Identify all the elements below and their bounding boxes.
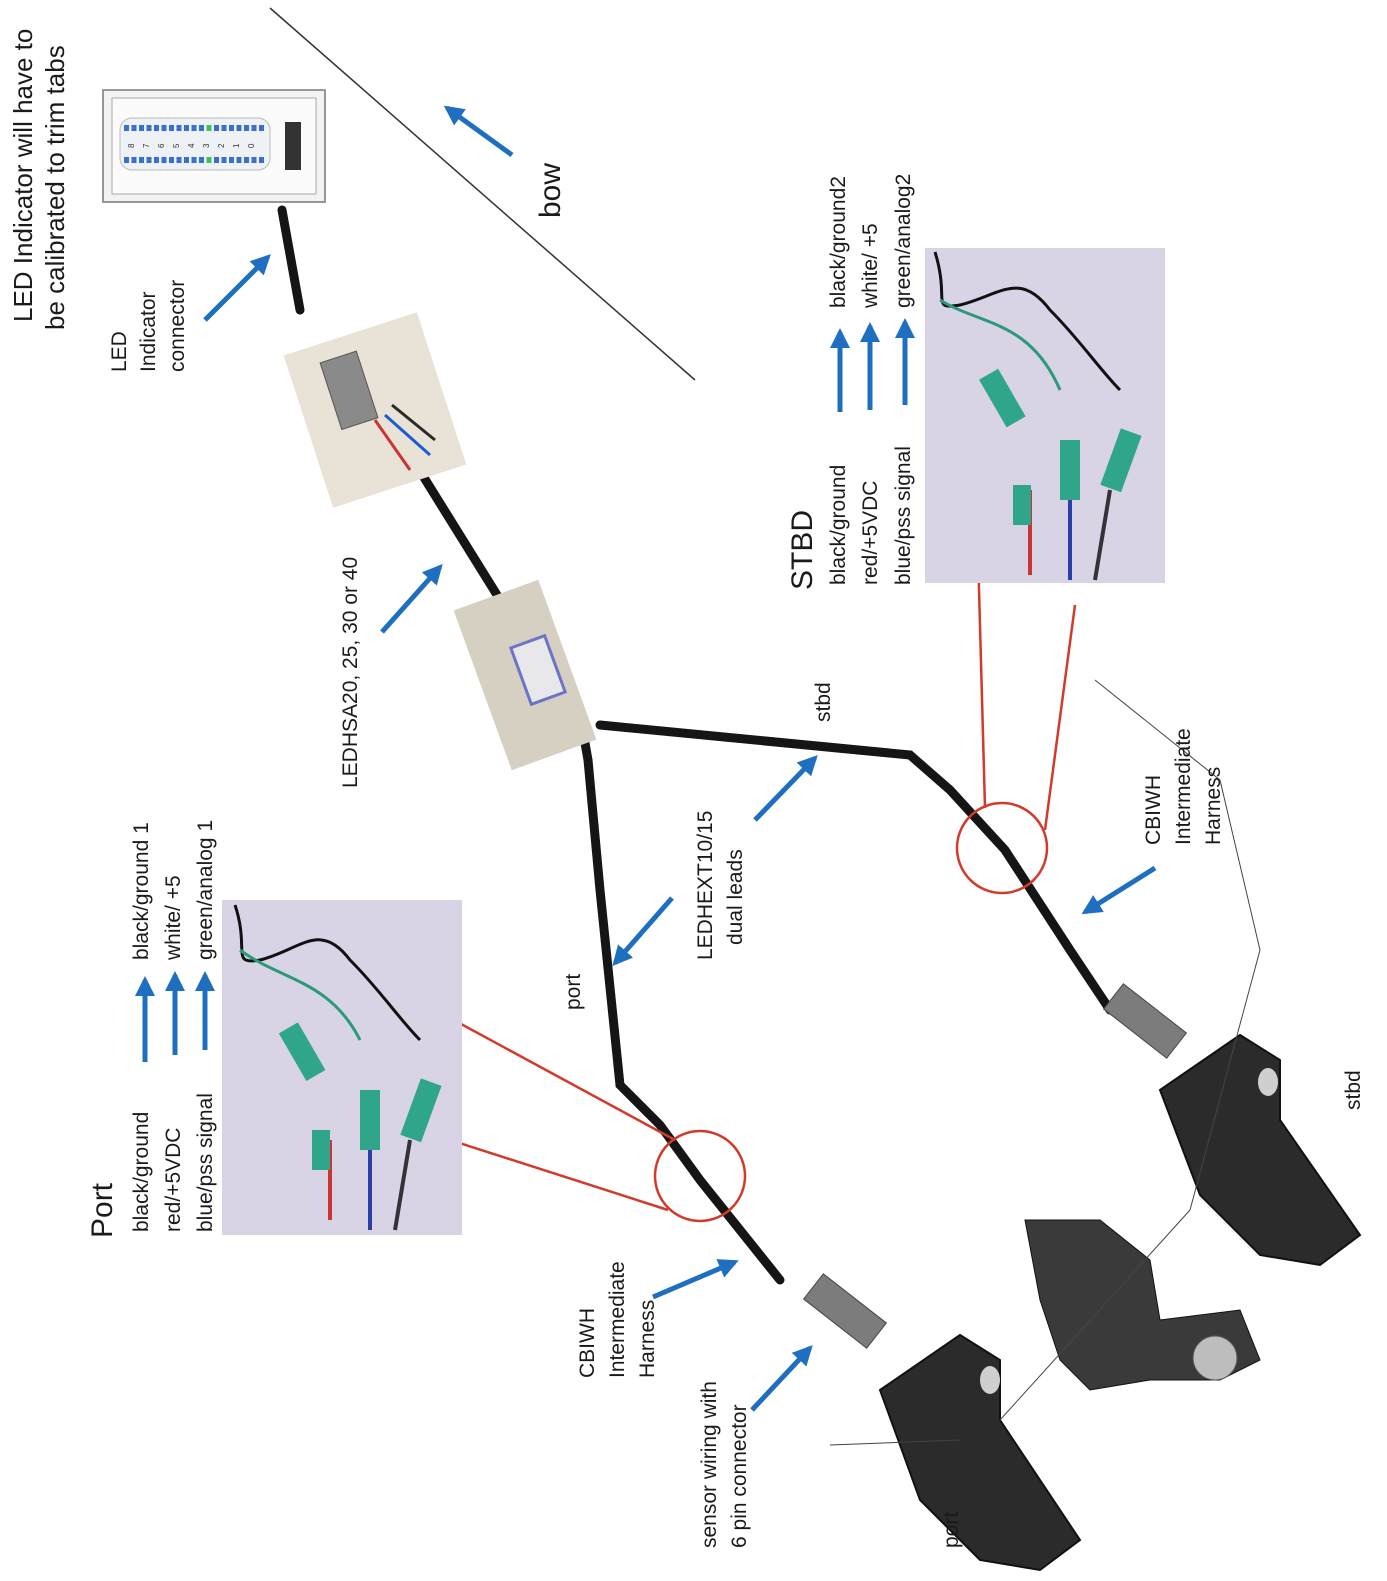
led-dot <box>124 125 129 131</box>
led-dot <box>132 125 137 131</box>
led-dot <box>252 125 257 131</box>
connector-photo <box>284 312 467 507</box>
stbd-left-3: blue/pss signal <box>892 446 915 585</box>
led-dot <box>169 125 174 131</box>
led-dot <box>192 125 197 131</box>
led-dot <box>229 157 234 163</box>
ledhsa-label: LEDHSA20, 25, 30 or 40 <box>339 557 362 788</box>
led-dot <box>222 125 227 131</box>
bow-line <box>270 8 695 380</box>
port-trim-tab <box>880 1335 1080 1570</box>
indicator-number: 2 <box>217 143 226 148</box>
led-dot <box>139 157 144 163</box>
cbiwh-stbd-2: Intermediate <box>1172 728 1195 845</box>
port-right-3: green/analog 1 <box>194 820 217 960</box>
indicator-number: 5 <box>172 143 181 148</box>
led-dot <box>199 125 204 131</box>
indicator-number: 7 <box>142 143 151 148</box>
led-dot <box>192 157 197 163</box>
led-dot <box>132 157 137 163</box>
led-dot <box>199 157 204 163</box>
ledhext-label-1: LEDHEXT10/15 <box>694 811 717 960</box>
title-line-2: be calibrated to trim tabs <box>40 45 70 330</box>
led-dot <box>259 157 264 163</box>
callout-port <box>450 1018 745 1221</box>
led-dot <box>229 125 234 131</box>
title-line-1: LED Indicator will have to <box>8 29 38 322</box>
led-indicator-panel: 8 7 6 5 4 3 2 1 0 <box>103 90 325 202</box>
led-dot <box>154 157 159 163</box>
led-dot <box>162 157 167 163</box>
stbd-right-3: green/analog2 <box>892 174 915 308</box>
led-dot <box>147 125 152 131</box>
stbd-trim-tab <box>1160 1035 1360 1265</box>
led-dot <box>154 125 159 131</box>
led-connector-label-2: Indicator <box>137 291 160 372</box>
stbd-6pin-connector <box>1104 984 1187 1058</box>
led-dot <box>244 157 249 163</box>
bow-label: bow <box>534 163 567 218</box>
led-dot <box>177 157 182 163</box>
sensor-wiring-2: 6 pin connector <box>728 1404 751 1548</box>
led-dot <box>184 157 189 163</box>
indicator-number: 8 <box>127 143 136 148</box>
cbiwh-port-2: Intermediate <box>606 1261 629 1378</box>
stbd-right-2: white/ +5 <box>859 223 882 309</box>
led-dot <box>124 157 129 163</box>
splitter-photo <box>454 580 597 771</box>
led-dot <box>169 157 174 163</box>
stbd-right-1: black/ground2 <box>827 176 850 308</box>
led-connector-label-3: connector <box>166 280 189 372</box>
cbiwh-stbd-1: CBIWH <box>1142 775 1165 845</box>
led-dot <box>147 157 152 163</box>
led-dot <box>244 125 249 131</box>
led-dot <box>237 157 242 163</box>
port-6pin-connector <box>804 1274 887 1348</box>
cbiwh-stbd-3: Harness <box>1202 767 1225 845</box>
port-wire-photo <box>222 900 462 1235</box>
indicator-number: 1 <box>232 143 241 148</box>
stbd-lead-label: stbd <box>812 682 835 722</box>
led-dot <box>184 125 189 131</box>
led-dot <box>214 157 219 163</box>
tab-stbd-label: stbd <box>1342 1070 1365 1110</box>
port-left-3: blue/pss signal <box>194 1093 217 1232</box>
cbiwh-port-3: Harness <box>636 1300 659 1378</box>
stbd-heading: STBD <box>786 510 819 590</box>
port-left-1: black/ground <box>130 1112 153 1232</box>
led-dot <box>222 157 227 163</box>
led-dot <box>214 125 219 131</box>
stbd-wire-photo <box>925 248 1165 583</box>
port-right-2: white/ +5 <box>162 875 185 961</box>
indicator-number: 0 <box>247 143 256 148</box>
port-heading: Port <box>86 1182 119 1238</box>
led-dot <box>162 125 167 131</box>
led-dot <box>252 157 257 163</box>
stbd-left-1: black/ground <box>827 465 850 585</box>
indicator-number: 4 <box>187 143 196 148</box>
tab-port-label: port <box>940 1512 963 1548</box>
indicator-number: 3 <box>202 143 211 148</box>
outboard-motor-image <box>1025 1220 1260 1390</box>
led-connector-label-1: LED <box>108 331 131 372</box>
led-dot <box>177 125 182 131</box>
ledhext-label-2: dual leads <box>724 849 747 945</box>
led-dot <box>207 125 212 131</box>
port-lead-label: port <box>562 974 585 1010</box>
led-dot <box>237 125 242 131</box>
port-right-1: black/ground 1 <box>130 822 153 960</box>
cbiwh-port-1: CBIWH <box>576 1308 599 1378</box>
stbd-left-2: red/+5VDC <box>859 481 882 585</box>
indicator-number: 6 <box>157 143 166 148</box>
led-dot <box>259 125 264 131</box>
sensor-wiring-1: sensor wiring with <box>698 1381 721 1548</box>
led-dot <box>207 157 212 163</box>
port-left-2: red/+5VDC <box>162 1128 185 1232</box>
led-dot <box>139 125 144 131</box>
